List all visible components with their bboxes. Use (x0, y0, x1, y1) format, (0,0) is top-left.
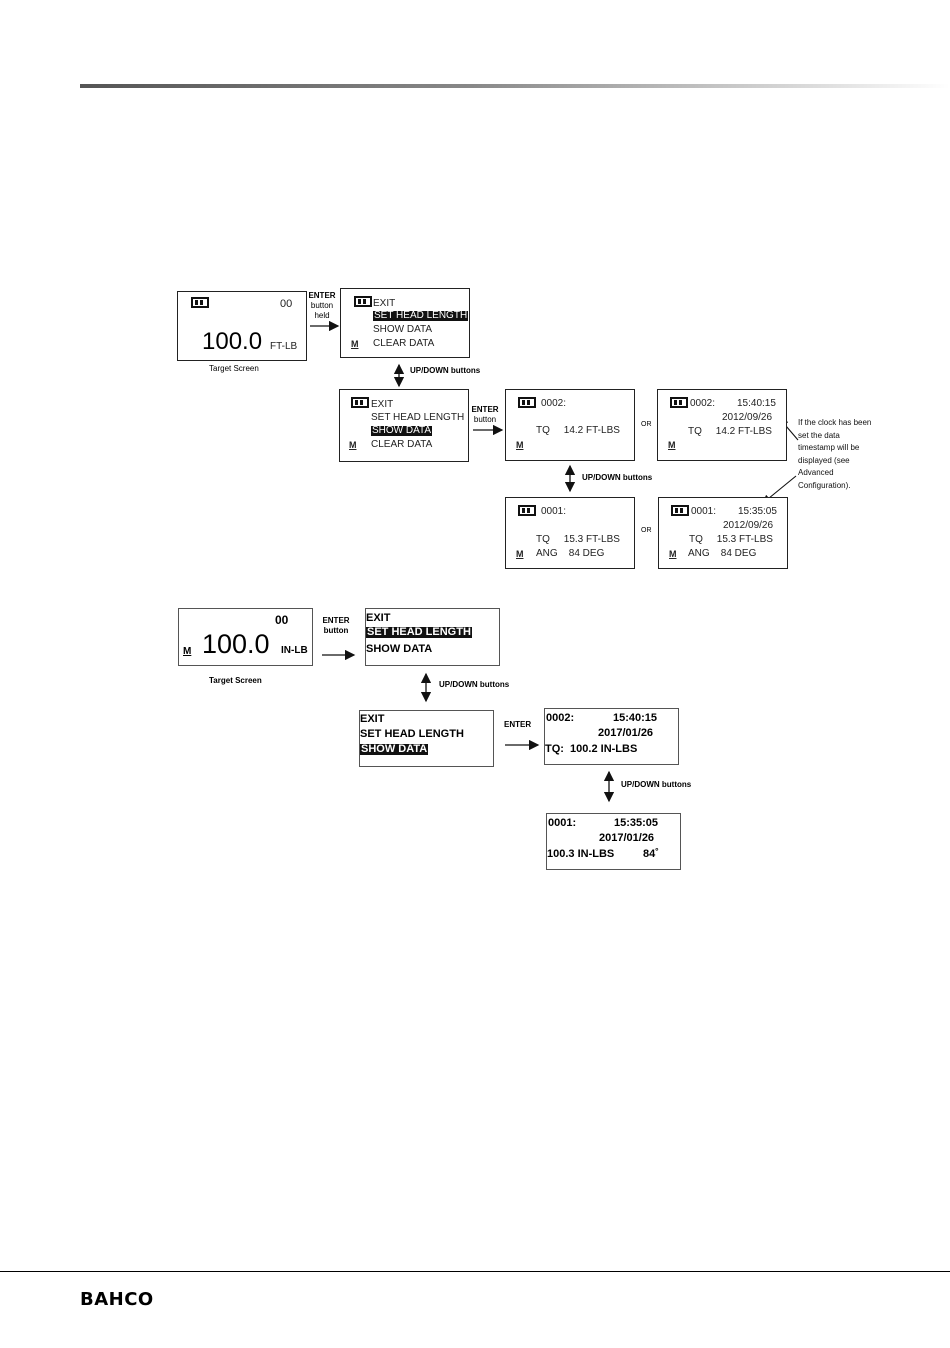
menu-set-head-length-selected: SET HEAD LENGTH (366, 626, 472, 638)
memory-indicator: M (351, 339, 359, 349)
memory-indicator: M (516, 549, 524, 559)
menu-show-data: SHOW DATA (366, 643, 433, 655)
label-enter: ENTER (504, 720, 532, 729)
menu-exit: EXIT (360, 713, 385, 725)
target-caption: Target Screen (209, 364, 259, 373)
menu-screen-set-head: EXIT SET HEAD LENGTH SHOW DATA CLEAR DAT… (340, 288, 470, 358)
battery-icon (518, 397, 536, 408)
menu-clear-data: CLEAR DATA (371, 439, 433, 450)
label-enter-held: ENTER button held (308, 291, 336, 320)
menu-screen-set-head: EXIT SET HEAD LENGTH SHOW DATA (365, 608, 500, 666)
battery-icon (354, 296, 372, 307)
angle-reading: ANG 84 DEG (688, 548, 757, 559)
record-time: 15:35:05 (614, 817, 659, 829)
battery-icon (670, 397, 688, 408)
label-updown-1: UP/DOWN buttons (410, 366, 481, 375)
label-updown-2: UP/DOWN buttons (582, 473, 653, 482)
record-date: 2012/09/26 (722, 412, 773, 423)
record-date: 2012/09/26 (723, 520, 774, 531)
angle-reading: ANG 84 DEG (536, 548, 605, 559)
target-unit: FT-LB (270, 341, 298, 352)
battery-icon (351, 397, 369, 408)
record-time: 15:40:15 (737, 398, 776, 409)
data-screen-0001-timestamp: 0001: 15:35:05 2012/09/26 TQ 15.3 FT-LBS… (658, 497, 788, 569)
record-date: 2017/01/26 (598, 727, 654, 739)
shot-count: 00 (275, 613, 289, 627)
torque-reading: 100.3 IN-LBS (547, 848, 615, 860)
memory-indicator: M (516, 440, 524, 450)
data-screen-0001: 0001: 15:35:05 2017/01/26 100.3 IN-LBS 8… (546, 813, 681, 870)
menu-show-data-selected: SHOW DATA (371, 425, 433, 436)
memory-indicator: M (349, 440, 357, 450)
menu-clear-data: CLEAR DATA (373, 338, 435, 349)
target-value: 100.0 (202, 328, 263, 355)
menu-show-data-selected: SHOW DATA (360, 743, 429, 755)
angle-reading: 84˚ (643, 848, 659, 860)
menu-exit: EXIT (373, 298, 396, 309)
data-screen-0002: 0002: TQ 14.2 FT-LBS M (505, 389, 635, 461)
data-screen-0002: 0002: 15:40:15 2017/01/26 TQ: 100.2 IN-L… (544, 708, 679, 765)
battery-icon (518, 505, 536, 516)
torque-reading: TQ 14.2 FT-LBS (688, 426, 772, 437)
menu-screen-show-data: EXIT SET HEAD LENGTH SHOW DATA (359, 710, 494, 767)
torque-reading: TQ 14.2 FT-LBS (536, 425, 620, 436)
torque-reading: TQ 15.3 FT-LBS (536, 534, 620, 545)
target-unit: IN-LB (281, 645, 308, 656)
menu-set-head-length: SET HEAD LENGTH (371, 412, 465, 423)
label-updown-1: UP/DOWN buttons (439, 680, 510, 689)
record-time: 15:40:15 (613, 712, 658, 724)
record-id: 0001: (541, 506, 567, 517)
target-screen-inlb: 00 M 100.0 IN-LB (178, 608, 313, 666)
menu-set-head-length: SET HEAD LENGTH (360, 728, 464, 740)
or-label-1: OR (641, 421, 652, 428)
menu-show-data: SHOW DATA (373, 324, 433, 335)
torque-reading: TQ: 100.2 IN-LBS (545, 743, 638, 755)
memory-indicator: M (183, 646, 192, 657)
footer-rule (0, 1271, 950, 1272)
target-screen-ftlb: 00 100.0 FT-LB (177, 291, 307, 361)
menu-exit: EXIT (371, 399, 394, 410)
menu-screen-show-data: EXIT SET HEAD LENGTH SHOW DATA CLEAR DAT… (339, 389, 469, 462)
record-id: 0001: (548, 817, 577, 829)
memory-indicator: M (669, 549, 677, 559)
record-id: 0001: (691, 506, 717, 517)
label-enter-button: ENTER button (471, 405, 499, 424)
menu-exit: EXIT (366, 612, 391, 624)
target-value: 100.0 (202, 629, 270, 659)
record-date: 2017/01/26 (599, 832, 655, 844)
memory-indicator: M (668, 440, 676, 450)
battery-icon (671, 505, 689, 516)
battery-icon (191, 297, 209, 308)
record-id: 0002: (546, 712, 575, 724)
label-enter-button: ENTER button (322, 616, 350, 635)
brand-logo: BAHCO (80, 1289, 154, 1310)
data-screen-0001: 0001: TQ 15.3 FT-LBS ANG 84 DEG M (505, 497, 635, 569)
torque-reading: TQ 15.3 FT-LBS (689, 534, 773, 545)
clock-note: If the clock has been set the data times… (798, 418, 872, 490)
target-caption: Target Screen (209, 676, 262, 685)
menu-set-head-length-selected: SET HEAD LENGTH (373, 310, 469, 321)
record-id: 0002: (690, 398, 716, 409)
data-screen-0002-timestamp: 0002: 15:40:15 2012/09/26 TQ 14.2 FT-LBS… (657, 389, 787, 461)
record-id: 0002: (541, 398, 567, 409)
or-label-2: OR (641, 527, 652, 534)
header-rule (80, 84, 950, 88)
record-time: 15:35:05 (738, 506, 777, 517)
shot-count: 00 (280, 298, 293, 310)
label-updown-2: UP/DOWN buttons (621, 780, 692, 789)
